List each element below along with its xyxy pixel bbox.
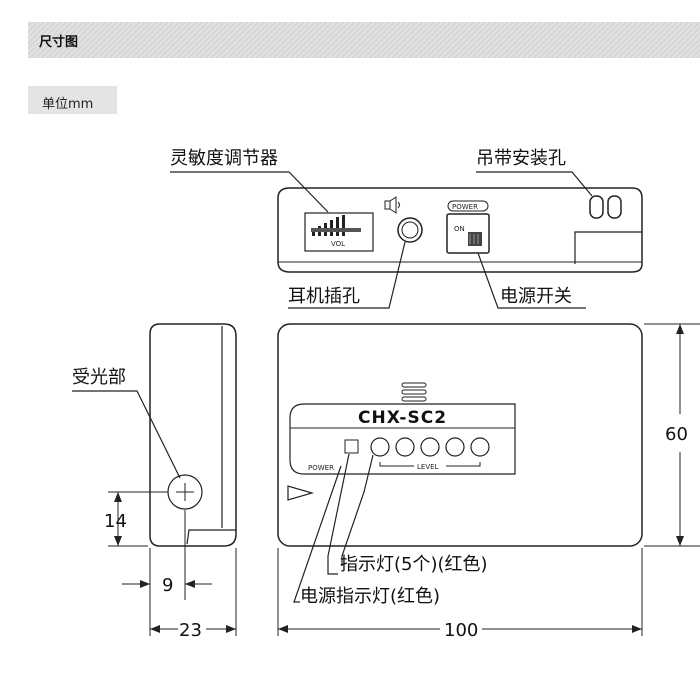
power-small-text: POWER (308, 464, 334, 472)
side-view (149, 323, 237, 547)
power-switch-box (446, 213, 490, 254)
level-lamp-3 (420, 437, 440, 457)
dimension-60: 60 (665, 424, 688, 445)
vol-text: VOL (331, 240, 345, 248)
light-receiver-label: 受光部 (72, 367, 126, 388)
earphone-jack-label: 耳机插孔 (288, 286, 360, 307)
sensitivity-adjuster-label: 灵敏度调节器 (170, 148, 278, 169)
power-switch-label: POWER (452, 203, 478, 211)
model-name: CHX-SC2 (358, 408, 447, 428)
strap-hole-left (589, 195, 604, 219)
dimension-23: 23 (179, 620, 202, 641)
speaker-grille (401, 382, 427, 388)
front-view (277, 323, 643, 547)
dimension-100: 100 (444, 620, 478, 641)
triangle-mark (287, 485, 315, 501)
on-text: ON (454, 225, 465, 233)
unit-label: 单位mm (42, 97, 94, 112)
level-lamp-4 (445, 437, 465, 457)
top-view (277, 187, 643, 273)
dimension-9: 9 (162, 575, 173, 596)
vol-scale-icon (311, 215, 361, 236)
earphone-jack (397, 217, 423, 243)
level-lamp-2 (395, 437, 415, 457)
vol-window (304, 212, 374, 252)
dimension-14: 14 (104, 511, 127, 532)
strap-hole-label: 吊带安装孔 (476, 148, 566, 169)
power-switch-text: 电源开关 (500, 286, 572, 307)
level-text: LEVEL (417, 463, 439, 471)
section-header: 尺寸图 (28, 22, 700, 58)
headphone-icon (384, 196, 400, 214)
unit-box: 单位mm (28, 86, 117, 114)
power-indicator-label: 电源指示灯(红色) (300, 586, 440, 607)
section-title: 尺寸图 (39, 35, 79, 50)
indicator-lamps-label: 指示灯(5个)(红色) (340, 554, 488, 575)
level-lamp-5 (470, 437, 490, 457)
strap-hole-right (607, 195, 622, 219)
level-lamp-1 (370, 437, 390, 457)
power-indicator-lamp (344, 439, 359, 454)
